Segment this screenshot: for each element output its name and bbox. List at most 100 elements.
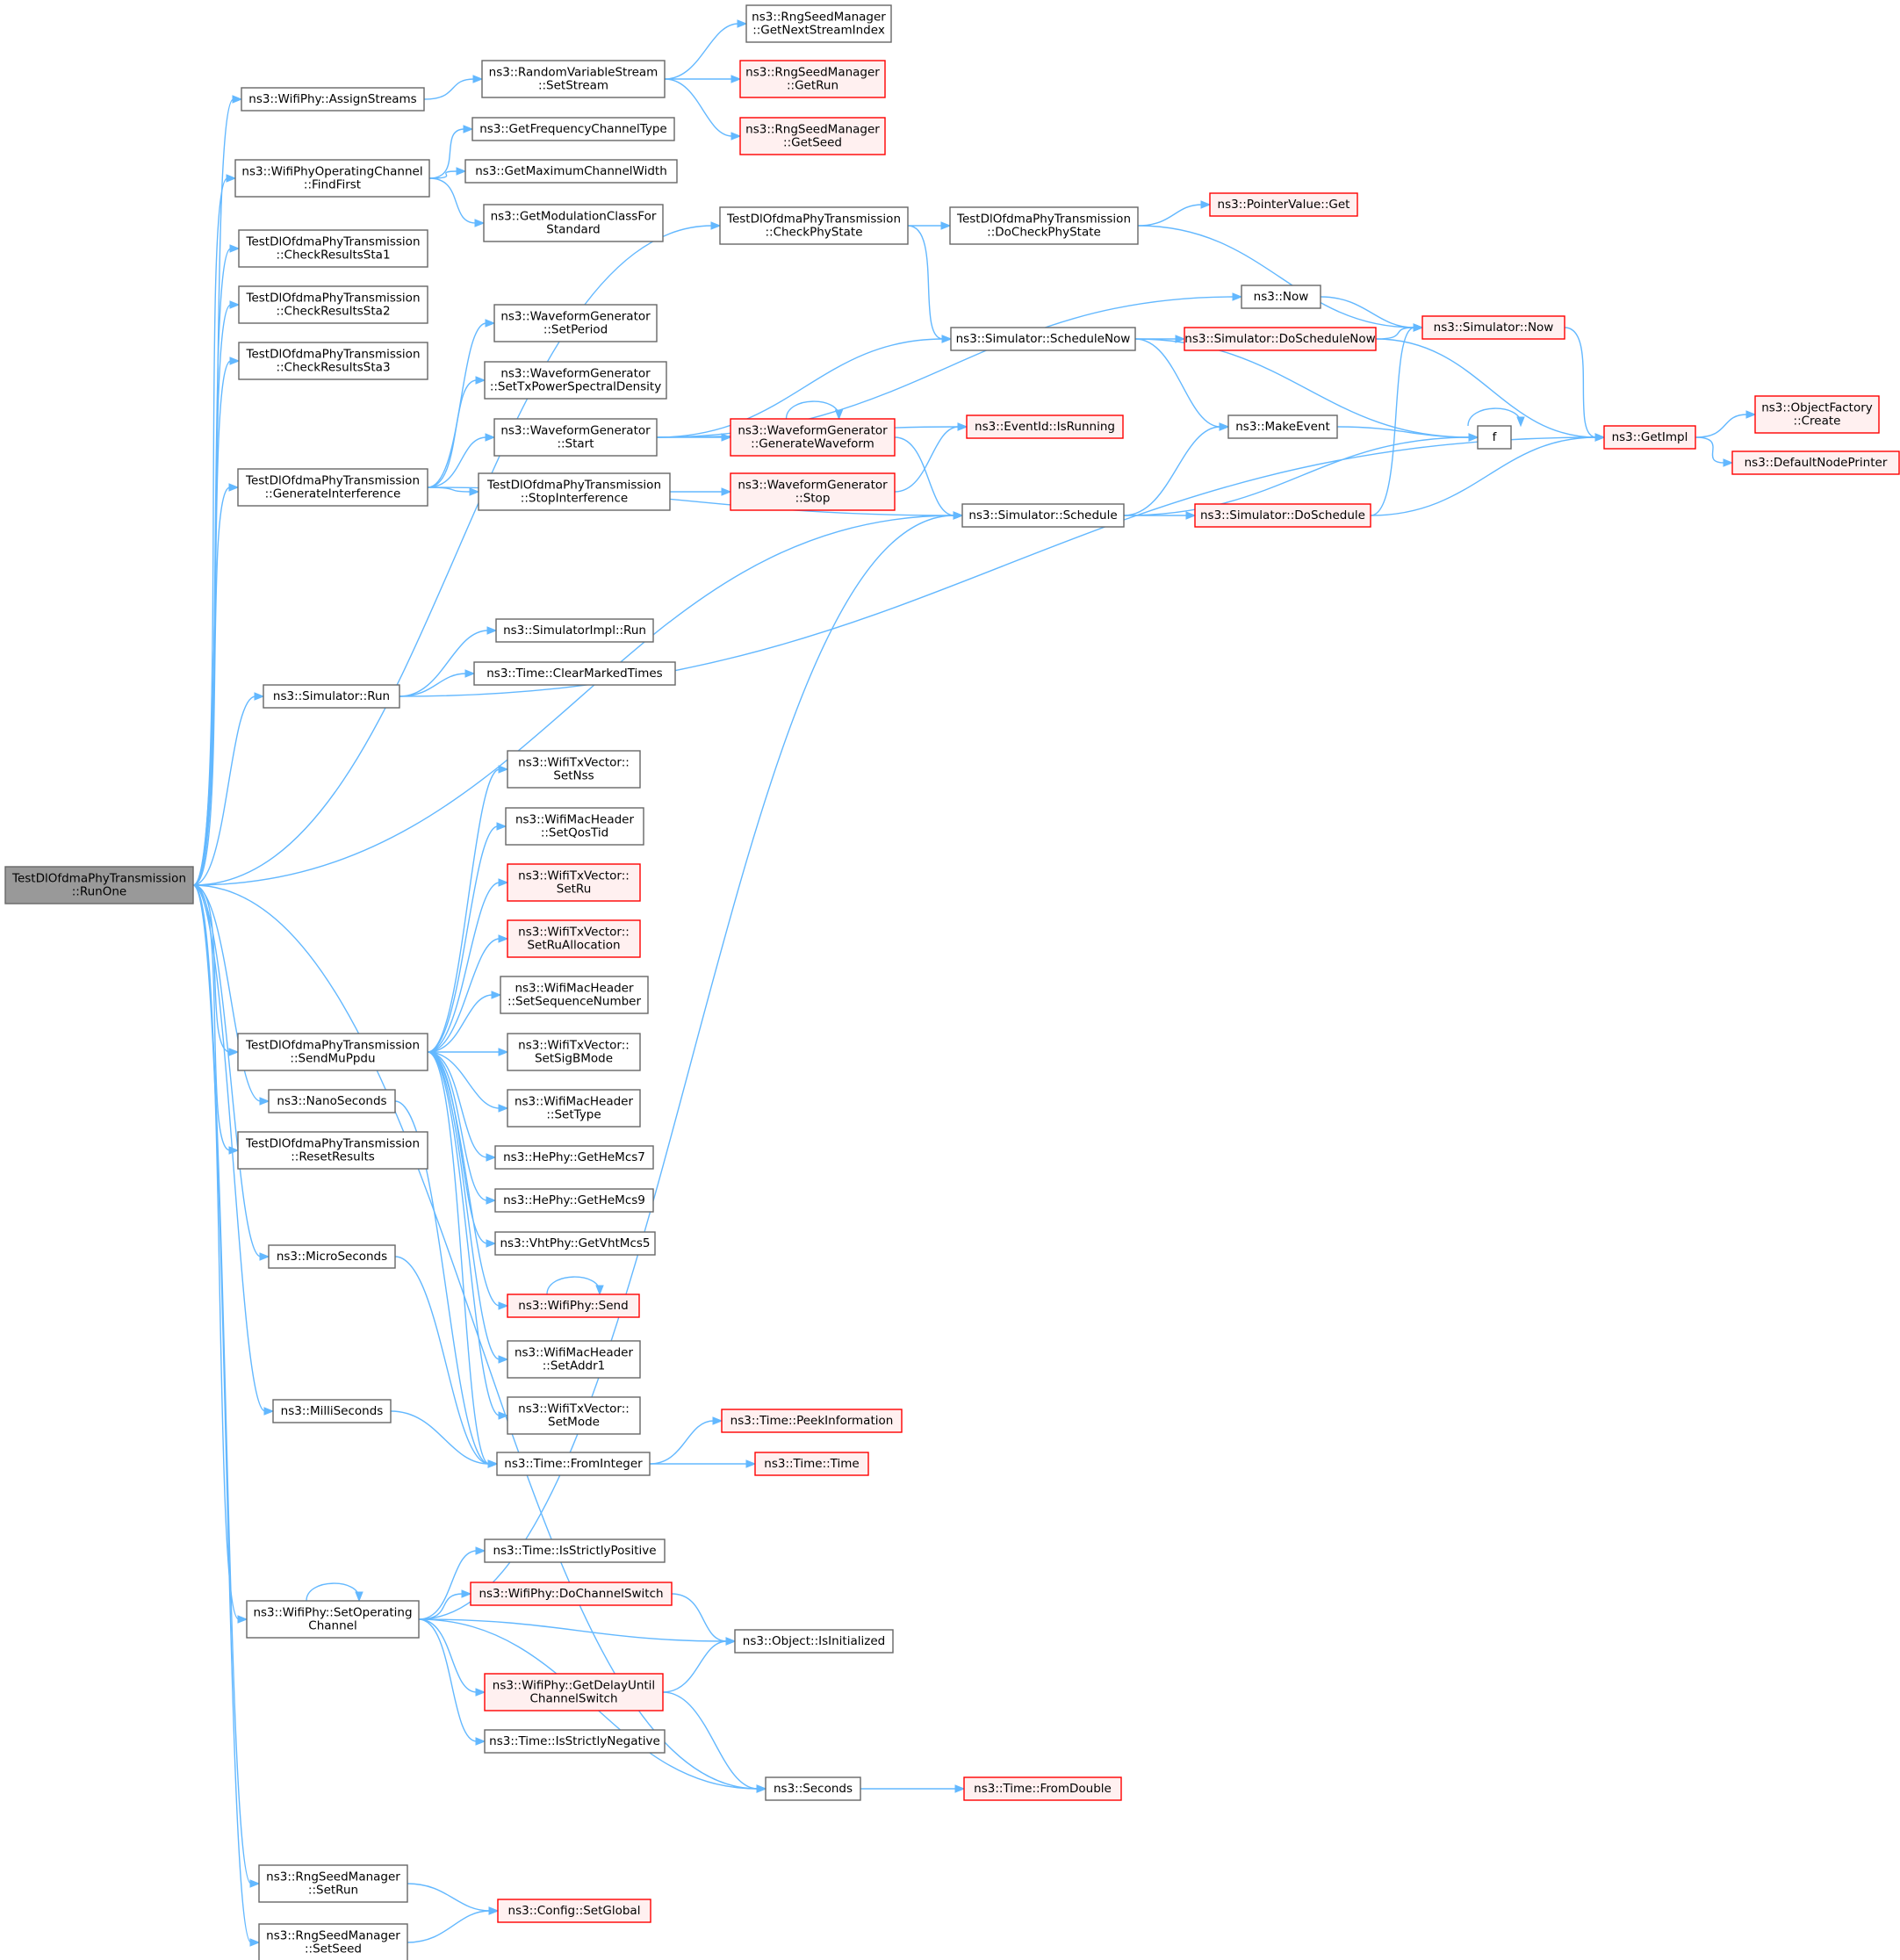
node-ns3-randomvariablestream-setstream[interactable]: ns3::RandomVariableStream::SetStream bbox=[481, 60, 666, 98]
node-ns3-simulatorimpl-run[interactable]: ns3::SimulatorImpl::Run bbox=[495, 618, 654, 643]
node-ns3-nanoseconds[interactable]: ns3::NanoSeconds bbox=[268, 1089, 396, 1113]
node-testdlofdmaphytransmission-checkresultssta3[interactable]: TestDlOfdmaPhyTransmission::CheckResults… bbox=[238, 342, 428, 380]
node-f[interactable]: f bbox=[1477, 425, 1512, 450]
node-ns3-rngseedmanager-setseed[interactable]: ns3::RngSeedManager::SetSeed bbox=[258, 1923, 408, 1960]
node-ns3-waveformgenerator-generatewaveform[interactable]: ns3::WaveformGenerator::GenerateWaveform bbox=[730, 418, 896, 457]
edge-setOpChan-to-doChanSwitch bbox=[418, 1589, 472, 1620]
node-ns3-time-isstrictlynegative[interactable]: ns3::Time::IsStrictlyNegative bbox=[484, 1729, 666, 1754]
node-ns3-defaultnodeprinter[interactable]: ns3::DefaultNodePrinter bbox=[1731, 450, 1900, 475]
edge-wgGenWave-to-wgGenWave bbox=[785, 400, 844, 421]
node-ns3-vhtphy-getvhtmcs5[interactable]: ns3::VhtPhy::GetVhtMcs5 bbox=[494, 1231, 656, 1256]
edge-line bbox=[427, 768, 500, 1053]
node-box bbox=[730, 472, 896, 511]
node-ns3-rngseedmanager-setrun[interactable]: ns3::RngSeedManager::SetRun bbox=[258, 1864, 408, 1903]
node-ns3-wifitxvector-setnss[interactable]: ns3::WifiTxVector::SetNss bbox=[507, 750, 641, 789]
node-ns3-simulator-run[interactable]: ns3::Simulator::Run bbox=[263, 684, 400, 709]
node-label: ns3::RngSeedManager bbox=[752, 11, 886, 25]
node-ns3-microseconds[interactable]: ns3::MicroSeconds bbox=[268, 1244, 396, 1269]
node-ns3-wifimacheader-setaddr1[interactable]: ns3::WifiMacHeader::SetAddr1 bbox=[507, 1340, 641, 1379]
node-box bbox=[493, 418, 658, 457]
node-ns3-rngseedmanager-getrun[interactable]: ns3::RngSeedManager::GetRun bbox=[739, 60, 886, 98]
node-ns3-wifimacheader-settype[interactable]: ns3::WifiMacHeader::SetType bbox=[507, 1089, 641, 1128]
node-box bbox=[1194, 503, 1371, 528]
edge-findFirst-to-getFreqChanType bbox=[428, 125, 474, 179]
node-ns3-waveformgenerator-stop[interactable]: ns3::WaveformGenerator::Stop bbox=[730, 472, 896, 511]
node-ns3-objectfactory-create[interactable]: ns3::ObjectFactory::Create bbox=[1754, 395, 1880, 434]
node-ns3-config-setglobal[interactable]: ns3::Config::SetGlobal bbox=[497, 1899, 651, 1923]
node-ns3-now[interactable]: ns3::Now bbox=[1241, 285, 1321, 309]
node-ns3-time-clearmarkedtimes[interactable]: ns3::Time::ClearMarkedTimes bbox=[473, 661, 676, 686]
node-ns3-waveformgenerator-setperiod[interactable]: ns3::WaveformGenerator::SetPeriod bbox=[493, 304, 658, 342]
edge-arrow bbox=[595, 1285, 604, 1296]
edge-arrow bbox=[1200, 200, 1212, 209]
edge-line bbox=[894, 426, 960, 493]
node-ns3-wifitxvector-setruallocation[interactable]: ns3::WifiTxVector::SetRuAllocation bbox=[507, 919, 641, 958]
node-testdlofdmaphytransmission-docheckphystate[interactable]: TestDlOfdmaPhyTransmission::DoCheckPhySt… bbox=[949, 206, 1139, 245]
edge-arrow bbox=[488, 1906, 500, 1915]
node-label: ::Start bbox=[557, 437, 594, 451]
node-ns3-wifitxvector-setmode[interactable]: ns3::WifiTxVector::SetMode bbox=[507, 1396, 641, 1435]
node-label: ns3::Simulator::DoScheduleNow bbox=[1184, 332, 1375, 346]
node-ns3-waveformgenerator-settxpowerspectraldensity[interactable]: ns3::WaveformGenerator::SetTxPowerSpectr… bbox=[484, 361, 667, 400]
node-testdlofdmaphytransmission-resetresults[interactable]: TestDlOfdmaPhyTransmission::ResetResults bbox=[237, 1131, 428, 1170]
edge-arrow bbox=[472, 75, 484, 83]
node-testdlofdmaphytransmission-generateinterference[interactable]: TestDlOfdmaPhyTransmission::GenerateInte… bbox=[237, 468, 428, 507]
node-ns3-wifiphyoperatingchannel-findfirst[interactable]: ns3::WifiPhyOperatingChannel::FindFirst bbox=[234, 159, 430, 198]
node-ns3-getimpl[interactable]: ns3::GetImpl bbox=[1603, 425, 1696, 450]
node-testdlofdmaphytransmission-checkphystate[interactable]: TestDlOfdmaPhyTransmission::CheckPhyStat… bbox=[719, 206, 909, 245]
edge-arrow bbox=[1594, 433, 1606, 442]
node-ns3-hephy-gethemcs7[interactable]: ns3::HePhy::GetHeMcs7 bbox=[494, 1145, 654, 1170]
node-ns3-wifitxvector-setru[interactable]: ns3::WifiTxVector::SetRu bbox=[507, 863, 641, 902]
node-ns3-wifiphy-dochannelswitch[interactable]: ns3::WifiPhy::DoChannelSwitch bbox=[470, 1582, 673, 1606]
node-ns3-wifimacheader-setsequencenumber[interactable]: ns3::WifiMacHeader::SetSequenceNumber bbox=[500, 976, 649, 1014]
node-ns3-getfrequencychanneltype[interactable]: ns3::GetFrequencyChannelType bbox=[471, 117, 675, 141]
edge-root-to-rngSetSeed bbox=[192, 884, 261, 1947]
edge-arrow bbox=[834, 409, 844, 421]
node-ns3-waveformgenerator-start[interactable]: ns3::WaveformGenerator::Start bbox=[493, 418, 658, 457]
node-label: ns3::WaveformGenerator bbox=[500, 310, 651, 324]
edge-arrow bbox=[464, 669, 476, 678]
node-ns3-time-peekinformation[interactable]: ns3::Time::PeekInformation bbox=[721, 1409, 903, 1433]
node-testdlofdmaphytransmission-runone[interactable]: TestDlOfdmaPhyTransmission::RunOne bbox=[4, 866, 194, 904]
node-testdlofdmaphytransmission-checkresultssta1[interactable]: TestDlOfdmaPhyTransmission::CheckResults… bbox=[238, 229, 428, 268]
node-ns3-simulator-doschedule[interactable]: ns3::Simulator::DoSchedule bbox=[1194, 503, 1371, 528]
edge-line bbox=[428, 170, 458, 179]
node-label: ::SetTxPowerSpectralDensity bbox=[490, 380, 661, 394]
node-ns3-simulator-doschedulenow[interactable]: ns3::Simulator::DoScheduleNow bbox=[1184, 327, 1377, 351]
node-ns3-rngseedmanager-getnextstreamindex[interactable]: ns3::RngSeedManager::GetNextStreamIndex bbox=[745, 4, 892, 43]
node-testdlofdmaphytransmission-sendmuppdu[interactable]: TestDlOfdmaPhyTransmission::SendMuPpdu bbox=[237, 1033, 428, 1071]
node-ns3-milliseconds[interactable]: ns3::MilliSeconds bbox=[272, 1399, 392, 1423]
node-ns3-pointervalue-get[interactable]: ns3::PointerValue::Get bbox=[1209, 192, 1358, 217]
node-ns3-simulator-schedule[interactable]: ns3::Simulator::Schedule bbox=[961, 503, 1125, 528]
node-ns3-makeevent[interactable]: ns3::MakeEvent bbox=[1227, 414, 1338, 439]
node-ns3-wifimacheader-setqostid[interactable]: ns3::WifiMacHeader::SetQosTid bbox=[505, 807, 644, 846]
node-ns3-getmaximumchannelwidth[interactable]: ns3::GetMaximumChannelWidth bbox=[464, 159, 678, 184]
node-ns3-time-isstrictlypositive[interactable]: ns3::Time::IsStrictlyPositive bbox=[484, 1538, 666, 1563]
node-ns3-simulator-now[interactable]: ns3::Simulator::Now bbox=[1421, 315, 1565, 340]
node-ns3-wifitxvector-setsigbmode[interactable]: ns3::WifiTxVector::SetSigBMode bbox=[507, 1033, 641, 1071]
node-ns3-wifiphy-send[interactable]: ns3::WifiPhy::Send bbox=[507, 1293, 640, 1318]
node-box bbox=[950, 327, 1136, 351]
node-testdlofdmaphytransmission-stopinterference[interactable]: TestDlOfdmaPhyTransmission::StopInterfer… bbox=[478, 472, 671, 511]
node-label: ::GenerateInterference bbox=[265, 487, 401, 501]
edge-line bbox=[1336, 426, 1471, 438]
node-ns3-simulator-schedulenow[interactable]: ns3::Simulator::ScheduleNow bbox=[950, 327, 1136, 351]
node-label: ns3::GetImpl bbox=[1612, 430, 1688, 444]
node-ns3-object-isinitialized[interactable]: ns3::Object::IsInitialized bbox=[734, 1629, 894, 1654]
node-ns3-wifiphy-assignstreams[interactable]: ns3::WifiPhy::AssignStreams bbox=[241, 87, 425, 112]
node-ns3-time-time[interactable]: ns3::Time::Time bbox=[754, 1452, 869, 1476]
edge-line bbox=[671, 1593, 728, 1642]
node-ns3-time-frominteger[interactable]: ns3::Time::FromInteger bbox=[496, 1452, 651, 1476]
node-ns3-time-fromdouble[interactable]: ns3::Time::FromDouble bbox=[963, 1776, 1122, 1801]
node-ns3-rngseedmanager-getseed[interactable]: ns3::RngSeedManager::GetSeed bbox=[739, 117, 886, 155]
node-ns3-hephy-gethemcs9[interactable]: ns3::HePhy::GetHeMcs9 bbox=[494, 1188, 654, 1213]
node-label: ::StopInterference bbox=[521, 492, 628, 506]
edge-seconds-to-fromDouble bbox=[860, 1784, 966, 1793]
node-testdlofdmaphytransmission-checkresultssta2[interactable]: TestDlOfdmaPhyTransmission::CheckResults… bbox=[238, 285, 428, 324]
node-ns3-eventid-isrunning[interactable]: ns3::EventId::IsRunning bbox=[966, 414, 1124, 439]
edge-line bbox=[427, 994, 493, 1053]
node-ns3-seconds[interactable]: ns3::Seconds bbox=[765, 1776, 861, 1801]
